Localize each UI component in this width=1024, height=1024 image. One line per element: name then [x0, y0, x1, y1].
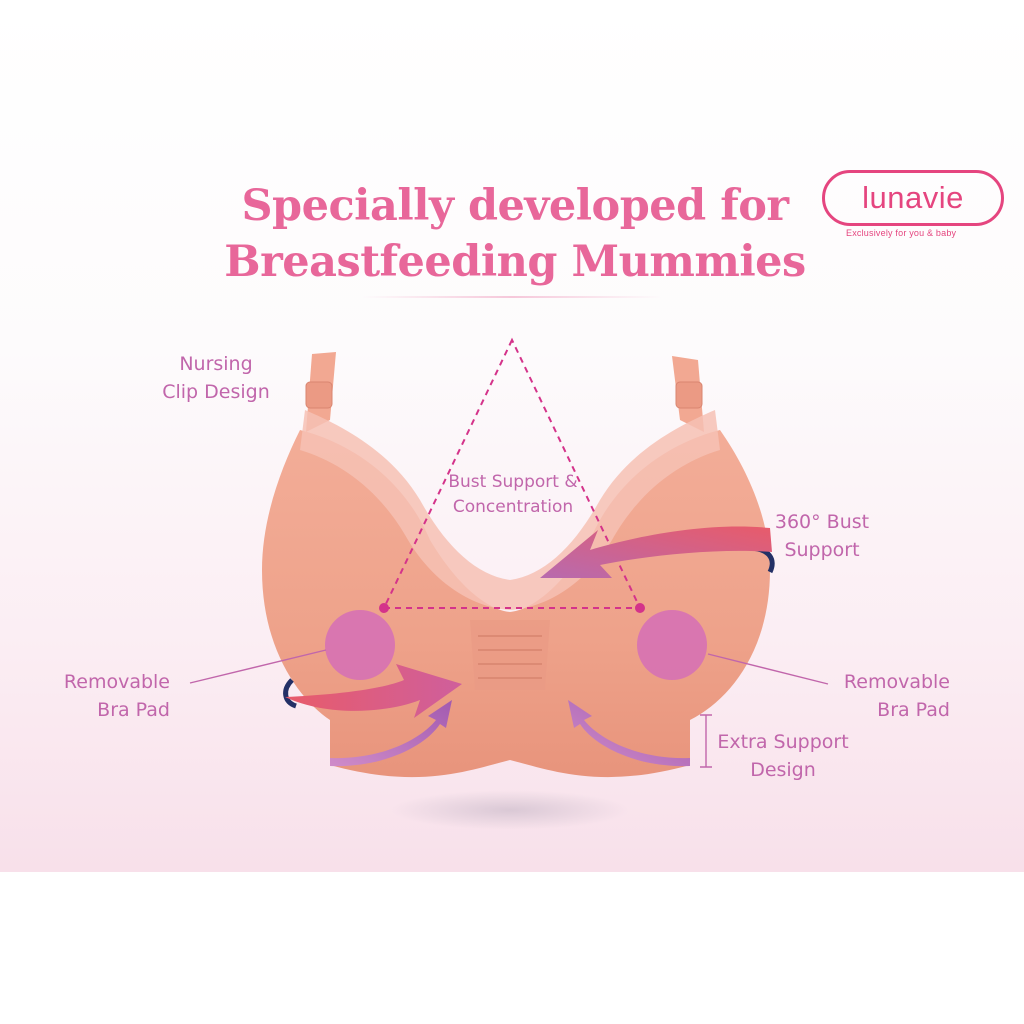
callout-extra-support: Extra Support Design: [717, 731, 849, 781]
right-bra-pad-circle: [637, 610, 707, 680]
left-bra-pad-circle: [325, 610, 395, 680]
headline-line-1: Specially developed for: [241, 181, 789, 231]
right-pad-leader: [707, 653, 829, 685]
arrow-left-swoosh: [285, 664, 462, 718]
floor-shadow: [390, 790, 630, 830]
lace-trim: [300, 410, 720, 610]
brand-tagline: Exclusively for you & baby: [846, 228, 957, 238]
triangle-dot-right: [635, 603, 645, 613]
bust-support-triangle: [382, 337, 642, 609]
headline-line-2: Breastfeeding Mummies: [224, 237, 806, 287]
callout-nursing-clip: Nursing Clip Design: [162, 353, 270, 403]
headline: Specially developed for Breastfeeding Mu…: [200, 178, 830, 290]
callout-removable-pad-left: Removable Bra Pad: [63, 671, 170, 721]
brand-logo-text: lunavie: [862, 180, 964, 215]
callout-removable-pad-right: Removable Bra Pad: [843, 671, 950, 721]
callout-360-support: 360° Bust Support: [774, 511, 870, 561]
callout-bust-support: Bust Support & Concentration: [448, 472, 578, 517]
extra-support-bracket: [700, 714, 712, 768]
left-pad-leader: [189, 649, 327, 684]
left-band: [283, 678, 298, 709]
ruched-center: [470, 620, 550, 690]
arrow-lift-right: [568, 700, 690, 767]
brand-logo: lunavie: [822, 170, 1004, 226]
headline-divider: [362, 296, 662, 298]
arrow-lift-left: [330, 700, 452, 767]
triangle-dot-left: [379, 603, 389, 613]
left-nursing-clip: [305, 381, 333, 409]
arrow-360-support: [540, 526, 772, 578]
right-nursing-clip: [675, 381, 703, 409]
